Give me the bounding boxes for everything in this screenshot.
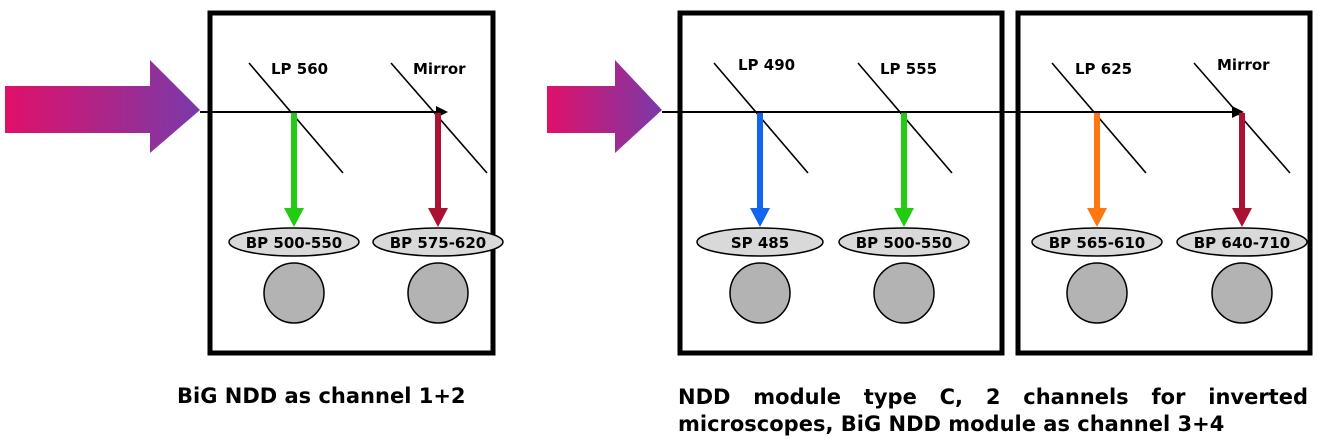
dichroic-label: LP 625	[1075, 60, 1132, 78]
dichroic-label: LP 555	[880, 60, 937, 78]
emission-arrowhead-orange	[1087, 208, 1107, 227]
caption-left: BiG NDD as channel 1+2	[177, 384, 466, 408]
filter-label: BP 575-620	[390, 234, 487, 252]
emission-arrow-orange	[1094, 113, 1100, 209]
detector-circle	[1066, 262, 1128, 324]
emission-arrow-blue	[757, 113, 763, 209]
filter-label: BP 640-710	[1194, 234, 1291, 252]
dichroic-label: LP 560	[271, 60, 328, 78]
emission-arrow-red	[435, 113, 441, 209]
emission-arrowhead-red	[1232, 208, 1252, 227]
detector-circle	[873, 262, 935, 324]
filter-label: SP 485	[731, 234, 789, 252]
big-ndd-module-box	[1015, 10, 1313, 356]
big-ndd-box	[207, 10, 496, 356]
emission-arrow-red	[1239, 113, 1245, 209]
emission-arrowhead-red	[428, 208, 448, 227]
emission-arrowhead-blue	[750, 208, 770, 227]
detector-circle	[1211, 262, 1273, 324]
emission-arrow-green	[291, 113, 297, 209]
dichroic-label: LP 490	[738, 56, 795, 74]
emission-arrow-green	[901, 113, 907, 209]
detector-circle	[263, 262, 325, 324]
filter-ellipse	[1176, 227, 1308, 257]
filter-ellipse	[696, 227, 824, 257]
detector-circle	[729, 262, 791, 324]
filter-ellipse	[372, 227, 504, 257]
emission-arrowhead-green	[284, 208, 304, 227]
ndd-module-c-box	[677, 10, 1005, 356]
caption-right: NDD module type C, 2 channels for invert…	[678, 384, 1308, 438]
dichroic-label: Mirror	[1217, 56, 1270, 74]
detector-circle	[407, 262, 469, 324]
input-beam-arrow	[5, 60, 200, 153]
caption-right-line-1: NDD module type C, 2 channels for invert…	[678, 385, 1308, 409]
filter-label: BP 565-610	[1049, 234, 1146, 252]
filter-ellipse	[838, 227, 970, 257]
input-beam-arrow	[547, 60, 662, 153]
caption-right-line-2: microscopes, BiG NDD module as channel 3…	[678, 412, 1225, 436]
filter-ellipse	[228, 227, 360, 257]
filter-ellipse	[1031, 227, 1163, 257]
filter-label: BP 500-550	[856, 234, 953, 252]
emission-arrowhead-green	[894, 208, 914, 227]
filter-label: BP 500-550	[246, 234, 343, 252]
dichroic-label: Mirror	[413, 60, 466, 78]
